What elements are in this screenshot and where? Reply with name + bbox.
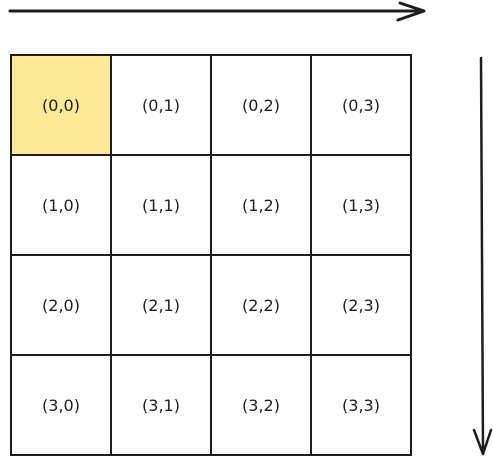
grid-cell: (1,2): [210, 154, 312, 256]
grid-cell: (0,1): [110, 54, 212, 156]
grid-cell: (2,3): [310, 254, 412, 356]
cell-label: (2,2): [242, 296, 280, 315]
cell-label: (0,3): [342, 96, 380, 115]
cell-box: [310, 354, 412, 456]
grid-cell: (3,3): [310, 354, 412, 456]
grid: (0,0) (0,1) (0,2) (0,3) (1,0) (1,1) (1,2) (1,3)…: [10, 54, 412, 456]
cell-label: (2,3): [342, 296, 380, 315]
cell-box: [210, 54, 312, 156]
cell-label: (2,0): [42, 296, 80, 315]
grid-cell: (1,1): [110, 154, 212, 256]
grid-cell: (3,2): [210, 354, 312, 456]
grid-cell: (0,2): [210, 54, 312, 156]
cell-label: (0,2): [242, 96, 280, 115]
cell-label: (3,3): [342, 396, 380, 415]
cell-box: [310, 54, 412, 156]
cell-box: [110, 254, 212, 356]
cell-box: [310, 154, 412, 256]
arrow-down-icon: [472, 56, 493, 456]
vertical-arrow: [472, 56, 493, 456]
grid-cell: (3,1): [110, 354, 212, 456]
highlighted-cell-box: [10, 54, 112, 156]
grid-cell: (0,3): [310, 54, 412, 156]
cell-label: (1,1): [142, 196, 180, 215]
cell-label: (3,2): [242, 396, 280, 415]
cell-label: (3,0): [42, 396, 80, 415]
cell-label: (1,0): [42, 196, 80, 215]
grid-cell: (2,1): [110, 254, 212, 356]
cell-box: [310, 254, 412, 356]
cell-label: (0,0): [42, 96, 80, 115]
cell-label: (1,2): [242, 196, 280, 215]
grid-cell: (2,2): [210, 254, 312, 356]
arrow-right-icon: [8, 1, 426, 22]
cell-box: [110, 54, 212, 156]
cell-label: (0,1): [142, 96, 180, 115]
grid-cell: (1,0): [10, 154, 112, 256]
grid-cell: (3,0): [10, 354, 112, 456]
horizontal-arrow: [8, 1, 426, 22]
cell-label: (2,1): [142, 296, 180, 315]
cell-box: [110, 154, 212, 256]
grid-cell: (1,3): [310, 154, 412, 256]
grid-cell: (0,0): [10, 54, 112, 156]
cell-box: [110, 354, 212, 456]
cell-label: (3,1): [142, 396, 180, 415]
cell-label: (1,3): [342, 196, 380, 215]
grid-cell: (2,0): [10, 254, 112, 356]
cell-box: [10, 354, 112, 456]
